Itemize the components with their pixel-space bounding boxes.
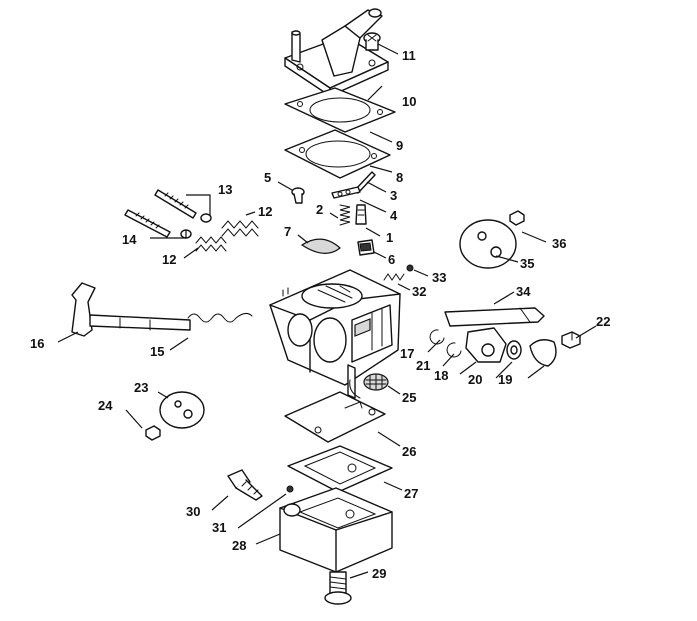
plug-part xyxy=(357,239,375,256)
metering-cover-part xyxy=(279,487,393,573)
callout-26: 26 xyxy=(402,444,416,459)
metering-diaphragm-part xyxy=(284,391,386,443)
inlet-needle-part xyxy=(355,204,367,225)
torsion-spring-part xyxy=(187,312,253,323)
adjusting-screw-30-part xyxy=(227,469,294,501)
callout-20: 20 xyxy=(468,372,482,387)
callout-19: 19 xyxy=(498,372,512,387)
throttle-shutter-part xyxy=(300,238,341,254)
adjusting-screws-part xyxy=(124,189,212,239)
pump-diaphragm-part xyxy=(284,87,396,133)
callout-11: 11 xyxy=(402,48,416,63)
callout-5: 5 xyxy=(264,170,271,185)
callout-24: 24 xyxy=(98,398,113,413)
callout-29: 29 xyxy=(372,566,386,581)
detent-ball-part xyxy=(383,264,414,281)
callout-16: 16 xyxy=(30,336,44,351)
callout-2: 2 xyxy=(316,202,323,217)
callout-27: 27 xyxy=(404,486,418,501)
fuel-strainer-part xyxy=(363,373,389,391)
callout-12a: 12 xyxy=(258,204,272,219)
pump-cover-part xyxy=(284,8,389,97)
pump-gasket-part xyxy=(284,129,391,179)
callout-labels: 11 10 9 8 3 5 13 4 2 12 1 14 7 6 12 36 3… xyxy=(30,48,610,581)
end-plate-part xyxy=(459,210,525,269)
callout-7: 7 xyxy=(284,224,291,239)
throttle-shaft-part xyxy=(71,282,191,337)
callout-13: 13 xyxy=(218,182,232,197)
needle-lever-part xyxy=(331,171,376,199)
control-spring-part xyxy=(339,204,351,226)
callout-10: 10 xyxy=(402,94,416,109)
callout-36: 36 xyxy=(552,236,566,251)
choke-lever-assembly-part xyxy=(429,327,557,367)
lever-screw-part xyxy=(291,187,305,204)
callout-21: 21 xyxy=(416,358,430,373)
callout-18: 18 xyxy=(434,368,448,383)
choke-shaft-part xyxy=(444,307,545,327)
callout-34: 34 xyxy=(516,284,531,299)
callout-25: 25 xyxy=(402,390,416,405)
callout-6: 6 xyxy=(388,252,395,267)
callout-31: 31 xyxy=(212,520,226,535)
callout-1: 1 xyxy=(386,230,393,245)
cover-screw-29-part xyxy=(324,571,352,605)
callout-4: 4 xyxy=(390,208,398,223)
callout-8: 8 xyxy=(396,170,403,185)
leader-lines xyxy=(57,43,597,579)
callout-33: 33 xyxy=(432,270,446,285)
callout-23: 23 xyxy=(134,380,148,395)
callout-3: 3 xyxy=(390,188,397,203)
fuel-tube-part xyxy=(349,379,361,399)
callout-32: 32 xyxy=(412,284,426,299)
metering-gasket-part xyxy=(287,445,393,493)
lever-screw-22-part xyxy=(561,331,581,349)
callout-14: 14 xyxy=(122,232,137,247)
callout-9: 9 xyxy=(396,138,403,153)
cover-plate-23-part xyxy=(145,391,205,441)
adjusting-springs-part xyxy=(195,220,259,252)
carburetor-body-part xyxy=(269,269,401,399)
callout-35: 35 xyxy=(520,256,534,271)
callout-17: 17 xyxy=(400,346,414,361)
callout-28: 28 xyxy=(232,538,246,553)
callout-30: 30 xyxy=(186,504,200,519)
callout-12b: 12 xyxy=(162,252,176,267)
cover-screw-part xyxy=(363,32,381,51)
callout-22: 22 xyxy=(596,314,610,329)
callout-15: 15 xyxy=(150,344,164,359)
